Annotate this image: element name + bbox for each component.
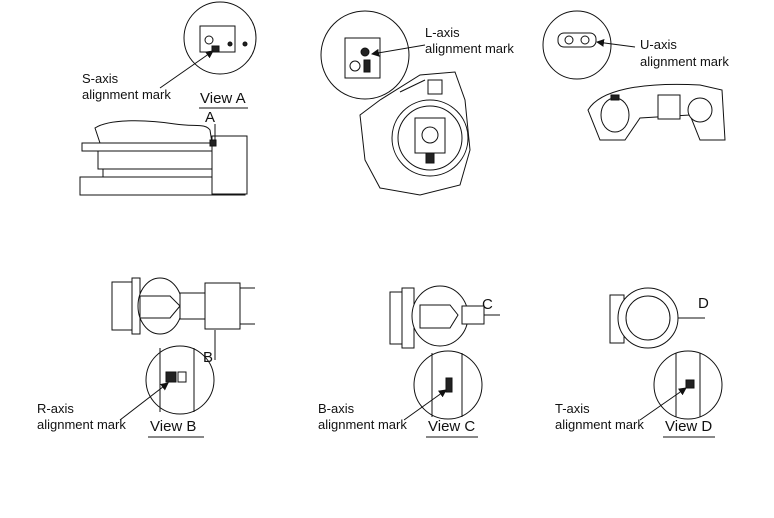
s-axis-view: S-axis alignment mark View A A (79, 1, 257, 196)
l-axis-view: L-axis alignment mark (320, 10, 514, 196)
t-axis-leader-arrow (639, 387, 687, 421)
u-axis-inset-circle (542, 10, 612, 80)
r-axis-leader-arrow (119, 382, 169, 421)
b-axis-view: C B-axis alignment mark View C (318, 285, 500, 438)
t-axis-inset-circle (653, 350, 723, 420)
l-axis-inset-circle (320, 10, 410, 100)
s-axis-leader-arrow (159, 50, 214, 89)
t-axis-label: T-axis (555, 401, 590, 416)
s-axis-inset-circle (183, 1, 257, 75)
callout-a: A (205, 109, 215, 126)
l-axis-connector (399, 79, 426, 93)
s-axis-label: S-axis (82, 71, 119, 86)
u-axis-label-line2: alignment mark (640, 54, 729, 69)
view-d-title: View D (665, 418, 712, 435)
callout-d: D (698, 295, 709, 312)
t-axis-flange-drawing (609, 287, 705, 349)
r-axis-label: R-axis (37, 401, 74, 416)
r-axis-label-line2: alignment mark (37, 417, 126, 432)
view-a-title: View A (200, 90, 246, 107)
l-axis-label-line2: alignment mark (425, 41, 514, 56)
u-axis-label: U-axis (640, 37, 677, 52)
l-axis-label: L-axis (425, 25, 460, 40)
b-axis-label-line2: alignment mark (318, 417, 407, 432)
r-axis-inset-circle (145, 345, 215, 415)
t-axis-view: D T-axis alignment mark View D (555, 287, 723, 438)
l-axis-leader-arrow (371, 44, 426, 57)
callout-c: C (482, 296, 493, 313)
s-axis-label-line2: alignment mark (82, 87, 171, 102)
callout-b: B (203, 349, 213, 366)
s-axis-base-drawing (79, 120, 248, 196)
b-axis-wrist-drawing (389, 285, 500, 349)
r-axis-wrist-drawing (111, 277, 255, 360)
u-axis-leader-arrow (596, 38, 636, 48)
view-c-title: View C (428, 418, 475, 435)
u-axis-arm-drawing (587, 83, 726, 141)
b-axis-inset-circle (413, 350, 483, 420)
r-axis-view: B R-axis alignment mark View B (37, 277, 255, 438)
u-axis-view: U-axis alignment mark (542, 10, 729, 141)
b-axis-label: B-axis (318, 401, 355, 416)
l-axis-arm-drawing (359, 71, 471, 196)
view-b-title: View B (150, 418, 196, 435)
b-axis-leader-arrow (403, 389, 447, 421)
t-axis-label-line2: alignment mark (555, 417, 644, 432)
